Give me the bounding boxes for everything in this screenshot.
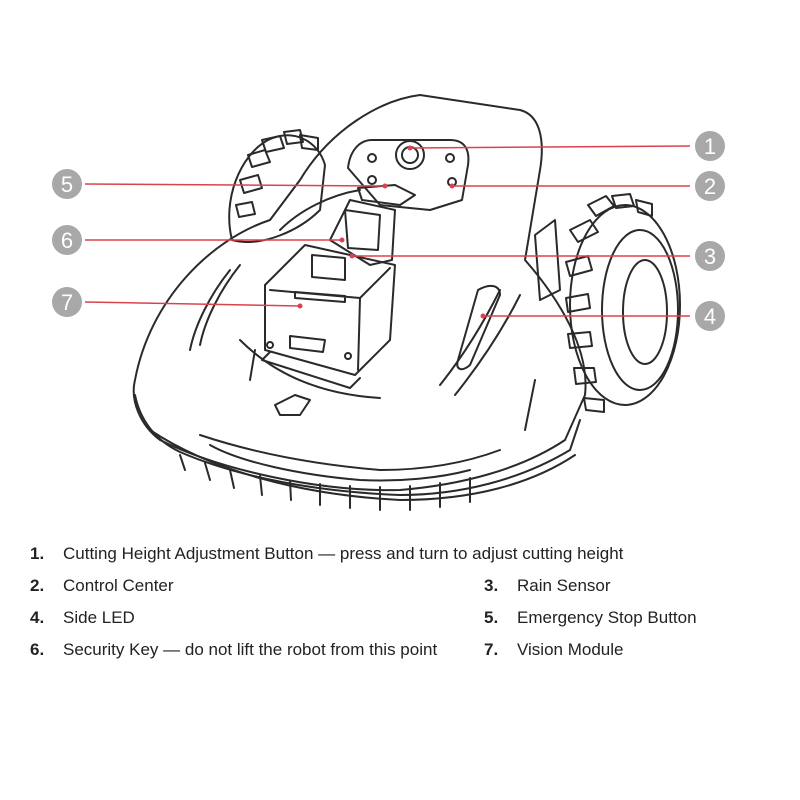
legend-item-7: 7. Vision Module	[484, 640, 623, 660]
callout-2: 2	[695, 171, 725, 201]
svg-text:1: 1	[704, 134, 716, 159]
legend-text: Side LED	[63, 608, 135, 627]
svg-text:4: 4	[704, 304, 716, 329]
legend-item-5: 5. Emergency Stop Button	[484, 608, 697, 628]
svg-text:3: 3	[704, 244, 716, 269]
leader-line-5	[84, 183, 386, 187]
mower-body	[132, 94, 587, 511]
legend-number: 2.	[30, 576, 45, 595]
svg-text:6: 6	[61, 228, 73, 253]
callout-6: 6	[52, 225, 82, 255]
left-wheel	[228, 129, 326, 243]
legend-number: 7.	[484, 640, 499, 659]
legend-text: Security Key — do not lift the robot fro…	[63, 640, 438, 659]
svg-text:7: 7	[61, 290, 73, 315]
right-wheel	[534, 193, 681, 413]
legend-text: Control Center	[63, 576, 174, 595]
legend-item-4: 4. Side LED	[30, 608, 135, 628]
leader-line-7	[84, 301, 301, 307]
callout-1: 1	[695, 131, 725, 161]
legend-number: 6.	[30, 640, 45, 659]
callout-4: 4	[695, 301, 725, 331]
svg-text:5: 5	[61, 172, 73, 197]
control-center	[329, 139, 470, 266]
leader-line-1	[409, 145, 691, 149]
callout-3: 3	[695, 241, 725, 271]
side-led	[456, 284, 501, 371]
svg-text:2: 2	[704, 174, 716, 199]
legend-item-3: 3. Rain Sensor	[484, 576, 611, 596]
legend-item-2: 2. Control Center	[30, 576, 174, 596]
legend-item-6: 6. Security Key — do not lift the robot f…	[30, 640, 437, 660]
legend-number: 1.	[30, 544, 45, 563]
mower-diagram: 1 2 3 4 5 6 7	[52, 94, 725, 511]
legend-item-1: 1. Cutting Height Adjustment Button — pre…	[30, 544, 623, 564]
vision-module	[261, 244, 396, 389]
legend-text: Emergency Stop Button	[517, 608, 697, 627]
legend-number: 5.	[484, 608, 499, 627]
legend-text: Rain Sensor	[517, 576, 611, 595]
legend-number: 4.	[30, 608, 45, 627]
callout-5: 5	[52, 169, 82, 199]
legend-text: Cutting Height Adjustment Button — press…	[63, 544, 624, 563]
legend-number: 3.	[484, 576, 499, 595]
callout-7: 7	[52, 287, 82, 317]
legend-text: Vision Module	[517, 640, 624, 659]
